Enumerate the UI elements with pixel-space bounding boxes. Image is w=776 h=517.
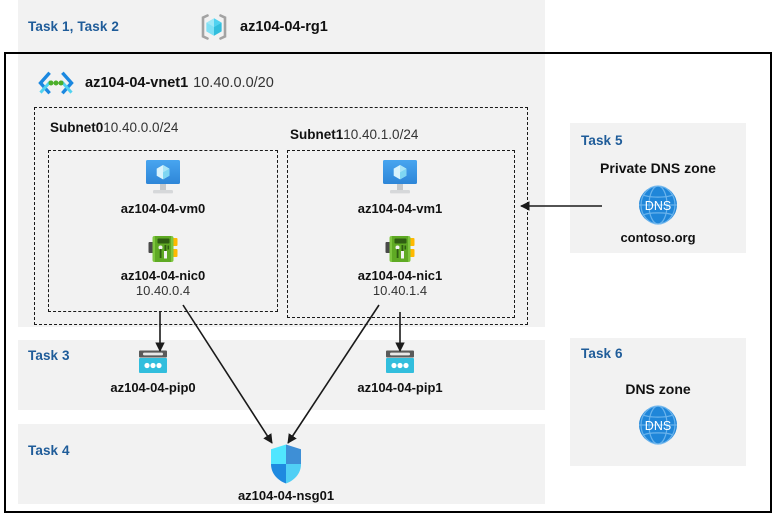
virtual-machine-icon: [103, 158, 223, 198]
task-label-4: Task 4: [28, 443, 70, 458]
resource-group-body: [18, 54, 545, 327]
vnet-title: az104-04-vnet1 10.40.0.0/20: [36, 70, 274, 96]
virtual-machine-icon: [340, 158, 460, 198]
subnet0-boundary: [48, 150, 278, 312]
vnet-boundary: [34, 107, 528, 325]
resource-group-icon: [198, 11, 230, 43]
vm1-label: az104-04-vm1: [357, 201, 443, 216]
nic0-label: az104-04-nic0: [120, 268, 206, 283]
svg-text:DNS: DNS: [645, 199, 671, 213]
vnet-name: az104-04-vnet1: [85, 75, 189, 91]
resource-group-band: [18, 0, 545, 52]
dns-zone-icon: DNS: [603, 182, 713, 228]
network-interface-icon: [340, 232, 460, 266]
pip0-label: az104-04-pip0: [110, 380, 196, 395]
pip0-node[interactable]: az104-04-pip0: [98, 348, 208, 395]
nsg-label: az104-04-nsg01: [237, 488, 335, 503]
task-label-5: Task 5: [581, 133, 623, 148]
task-label-1-2: Task 1, Task 2: [28, 19, 119, 34]
task5-heading: Private DNS zone: [600, 160, 716, 176]
nic1-ip: 10.40.1.4: [372, 283, 428, 298]
nic1-label: az104-04-nic1: [357, 268, 443, 283]
subnet0-name: Subnet0: [50, 120, 104, 135]
pip1-node[interactable]: az104-04-pip1: [345, 348, 455, 395]
network-security-group-icon: [226, 443, 346, 485]
resource-group-name: az104-04-rg1: [240, 19, 328, 35]
task-label-6: Task 6: [581, 346, 623, 361]
subnet1-cidr: 10.40.1.0/24: [343, 127, 419, 142]
virtual-network-icon: [36, 70, 76, 96]
task3-band: [18, 340, 545, 410]
nsg-node[interactable]: az104-04-nsg01: [226, 443, 346, 503]
task-label-3: Task 3: [28, 348, 70, 363]
network-interface-icon: [103, 232, 223, 266]
subnet1-boundary: [287, 150, 515, 318]
task6-heading: DNS zone: [625, 381, 691, 397]
public-ip-address-icon: [98, 348, 208, 378]
vm1-node[interactable]: az104-04-vm1: [340, 158, 460, 216]
resource-group-title: az104-04-rg1: [198, 11, 328, 43]
subnet1-name: Subnet1: [290, 127, 344, 142]
vm0-node[interactable]: az104-04-vm0: [103, 158, 223, 216]
nic1-node[interactable]: az104-04-nic1 10.40.1.4: [340, 232, 460, 299]
dns-zone-icon: DNS: [603, 402, 713, 448]
subnet0-title: Subnet010.40.0.0/24: [50, 120, 178, 135]
subnet0-cidr: 10.40.0.0/24: [103, 120, 179, 135]
dns-zone-node[interactable]: DNS: [603, 402, 713, 448]
private-dns-zone-node[interactable]: DNS contoso.org: [603, 182, 713, 245]
subnet1-title: Subnet110.40.1.0/24: [290, 127, 418, 142]
svg-text:DNS: DNS: [645, 419, 671, 433]
public-ip-address-icon: [345, 348, 455, 378]
vm0-label: az104-04-vm0: [120, 201, 206, 216]
vnet-cidr: 10.40.0.0/20: [193, 75, 274, 91]
nic0-node[interactable]: az104-04-nic0 10.40.0.4: [103, 232, 223, 299]
pip1-label: az104-04-pip1: [357, 380, 443, 395]
task6-panel: [570, 338, 746, 466]
private-dns-zone-name: contoso.org: [620, 230, 696, 245]
nic0-ip: 10.40.0.4: [135, 283, 191, 298]
